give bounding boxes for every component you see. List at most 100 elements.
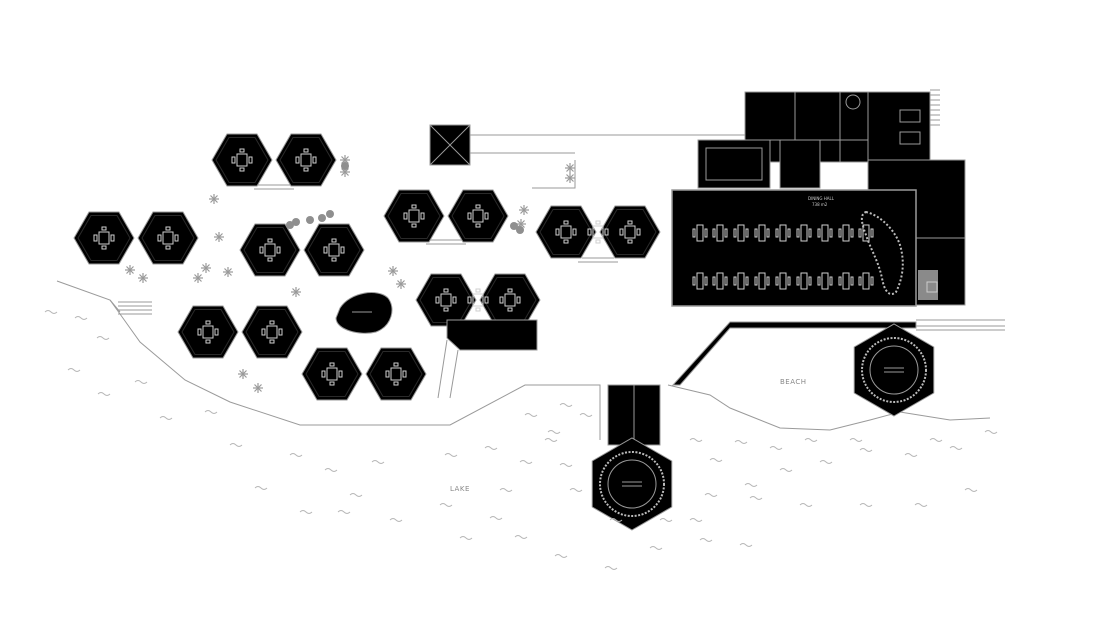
dining-set-icon	[692, 224, 708, 242]
water-ripple-icon	[44, 310, 58, 314]
hexagon-pavilion-icon	[177, 305, 239, 359]
dining-set-icon	[93, 226, 115, 250]
water-ripple-icon	[649, 546, 663, 550]
water-ripple-icon	[659, 518, 673, 522]
water-ripple-icon	[229, 443, 243, 447]
gazebo-icon	[591, 437, 673, 531]
dining-area-label: 738 m2	[812, 202, 828, 207]
hexagon-pavilion-icon	[241, 305, 303, 359]
water-ripple-icon	[744, 483, 758, 487]
shrub-icon	[253, 383, 263, 393]
dining-set-icon	[259, 238, 281, 262]
shrub-icon	[318, 214, 326, 222]
hexagon-pavilion-icon	[447, 189, 509, 243]
dining-set-icon	[692, 272, 708, 290]
hexagon-pavilion-icon	[599, 205, 661, 259]
water-ripple-icon	[964, 488, 978, 492]
dining-set-icon	[619, 220, 641, 244]
dining-set-icon	[817, 272, 833, 290]
shrub-icon	[341, 162, 349, 170]
water-ripple-icon	[559, 403, 573, 407]
water-ripple-icon	[299, 510, 313, 514]
dining-set-icon	[712, 272, 728, 290]
water-ripple-icon	[337, 510, 351, 514]
shoreline-east	[667, 384, 991, 431]
water-ripple-icon	[519, 460, 533, 464]
water-ripple-icon	[489, 516, 503, 520]
water-ripple-icon	[779, 468, 793, 472]
water-ripple-icon	[569, 488, 583, 492]
shrub-icon	[516, 226, 524, 234]
shrub-icon	[125, 265, 135, 275]
water-ripple-icon	[97, 392, 111, 396]
shoreline	[56, 280, 601, 440]
jetty-ramp	[671, 321, 917, 386]
dining-set-icon	[712, 224, 728, 242]
shrub-icon	[519, 205, 529, 215]
water-ripple-icon	[324, 468, 338, 472]
hut	[429, 124, 471, 166]
dining-set-icon	[754, 272, 770, 290]
water-ripple-icon	[929, 438, 943, 442]
dining-hall	[671, 189, 917, 307]
water-ripple-icon	[547, 430, 561, 434]
hexagon-pavilion-icon	[479, 273, 541, 327]
water-ripple-icon	[371, 460, 385, 464]
dining-set-icon	[157, 226, 179, 250]
water-ripple-icon	[699, 538, 713, 542]
pavilions	[73, 133, 661, 401]
dining-set-icon	[858, 272, 874, 290]
dining-set-icon	[838, 272, 854, 290]
water-ripple-icon	[389, 518, 403, 522]
walkways	[437, 134, 1005, 399]
shrub-icon	[565, 173, 575, 183]
shrub-icon	[223, 267, 233, 277]
shrub-icon	[138, 273, 148, 283]
planter-island	[860, 210, 904, 296]
hexagon-pavilion-icon	[303, 223, 365, 277]
water-ripple-icon	[819, 460, 833, 464]
main-building: DINING HALL 738 m2	[671, 89, 966, 307]
water-ripple-icon	[689, 438, 703, 442]
water-ripple-icon	[949, 446, 963, 450]
shrub-icon	[209, 194, 219, 204]
dining-set-icon	[467, 288, 489, 312]
water-ripple-icon	[67, 368, 81, 372]
water-ripple-icon	[554, 554, 568, 558]
gazebo-icon	[853, 323, 935, 417]
dining-set-icon	[435, 288, 457, 312]
pond	[335, 292, 393, 334]
dining-set-icon	[754, 224, 770, 242]
water-ripple-icon	[159, 416, 173, 420]
water-ripple-icon	[689, 518, 703, 522]
water-ripple-icon	[444, 453, 458, 457]
shrub-icon	[306, 216, 314, 224]
water-ripple-icon	[579, 413, 593, 417]
water-ripple-icon	[134, 380, 148, 384]
dining-tables	[692, 224, 874, 290]
dining-set-icon	[858, 224, 874, 242]
water-ripple-icon	[804, 438, 818, 442]
water-ripple-icon	[499, 488, 513, 492]
dining-set-icon	[817, 224, 833, 242]
water-ripple-icon	[984, 430, 998, 434]
shrub-icon	[238, 369, 248, 379]
dining-set-icon	[231, 148, 253, 172]
dining-hall-label: DINING HALL	[808, 196, 835, 201]
hexagon-pavilion-icon	[535, 205, 597, 259]
dining-set-icon	[796, 224, 812, 242]
water-ripple-icon	[484, 446, 498, 450]
hexagon-pavilion-icon	[211, 133, 273, 187]
hexagon-pavilion-icon	[275, 133, 337, 187]
water-ripple-icon	[849, 438, 863, 442]
dining-set-icon	[261, 320, 283, 344]
gazebos	[591, 323, 935, 531]
dining-set-icon	[295, 148, 317, 172]
steps	[118, 301, 152, 315]
dining-set-icon	[775, 224, 791, 242]
water-ripple-icon	[704, 493, 718, 497]
water-ripple-icon	[859, 448, 873, 452]
shrub-icon	[201, 263, 211, 273]
water-ripple-icon	[439, 503, 453, 507]
